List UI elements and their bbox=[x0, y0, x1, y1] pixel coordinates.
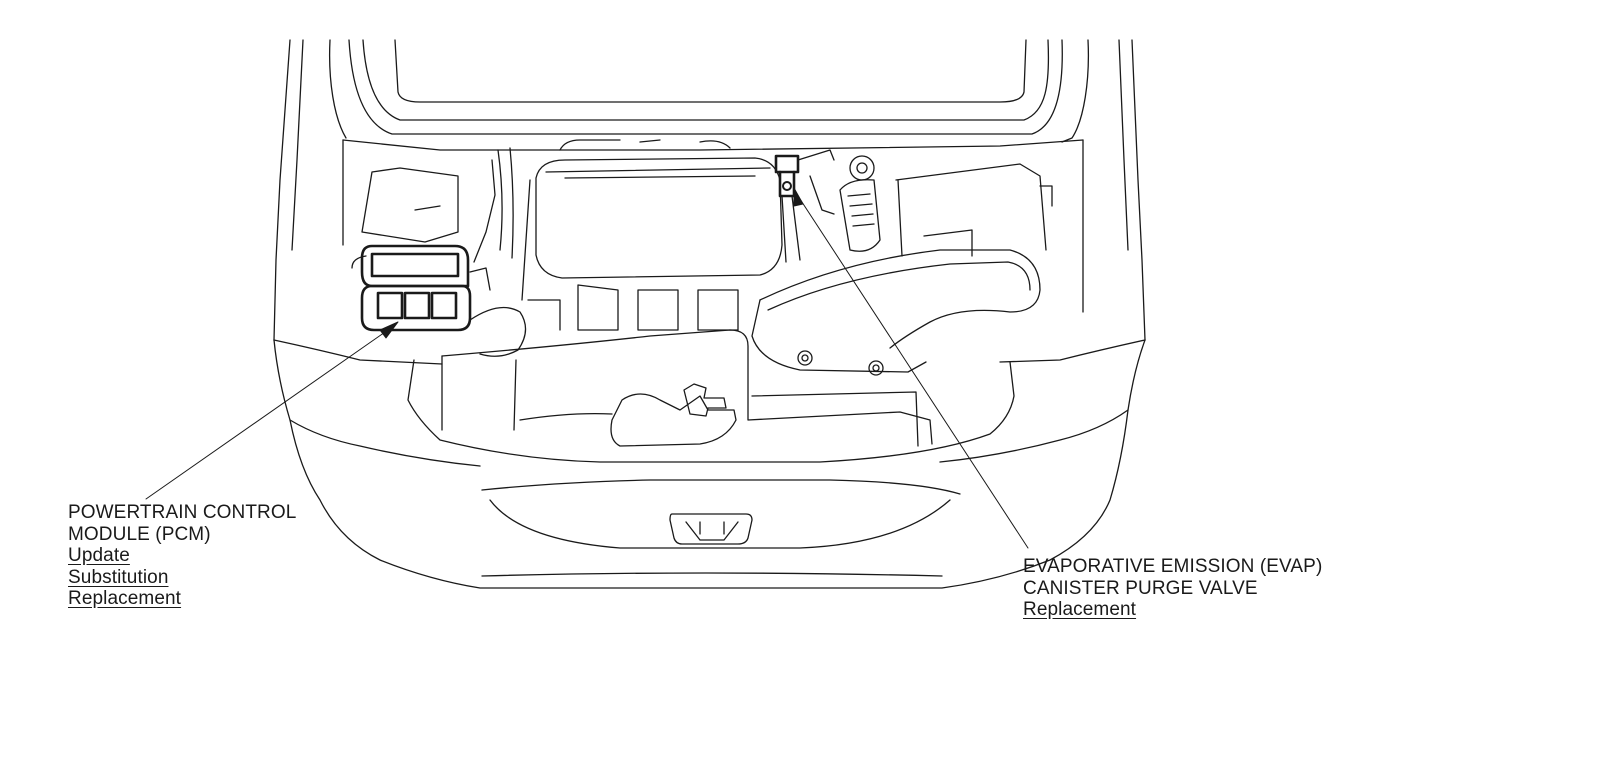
honda-emblem bbox=[669, 513, 753, 545]
pcm-module bbox=[360, 244, 472, 332]
air-box bbox=[839, 155, 1053, 257]
evap-name-line-1: EVAPORATIVE EMISSION (EVAP) bbox=[1023, 556, 1323, 577]
pcm-substitution-link[interactable]: Substitution bbox=[68, 566, 169, 588]
hood bbox=[273, 39, 1146, 341]
engine-cover bbox=[521, 139, 783, 331]
pcm-surroundings bbox=[351, 147, 527, 357]
intake-hose bbox=[751, 249, 1041, 376]
front-bumper bbox=[273, 339, 1146, 589]
evap-leader-line bbox=[793, 187, 1029, 549]
pcm-leader-line bbox=[145, 321, 399, 500]
evap-replacement-link[interactable]: Replacement bbox=[1023, 599, 1137, 620]
radiator-support bbox=[441, 329, 933, 447]
pcm-name-line-1: POWERTRAIN CONTROL bbox=[68, 502, 297, 523]
evap-callout: EVAPORATIVE EMISSION (EVAP) CANISTER PUR… bbox=[1023, 556, 1322, 621]
pcm-name-line-2: MODULE (PCM) bbox=[68, 523, 211, 545]
evap-purge-valve bbox=[774, 149, 835, 263]
evap-name-line-2: CANISTER PURGE VALVE bbox=[1023, 577, 1258, 599]
engine-bay-outline bbox=[342, 139, 1084, 313]
pcm-callout: POWERTRAIN CONTROL MODULE (PCM) Update S… bbox=[68, 502, 296, 610]
pcm-update-link[interactable]: Update bbox=[68, 545, 130, 566]
pcm-replacement-link[interactable]: Replacement bbox=[68, 588, 182, 609]
